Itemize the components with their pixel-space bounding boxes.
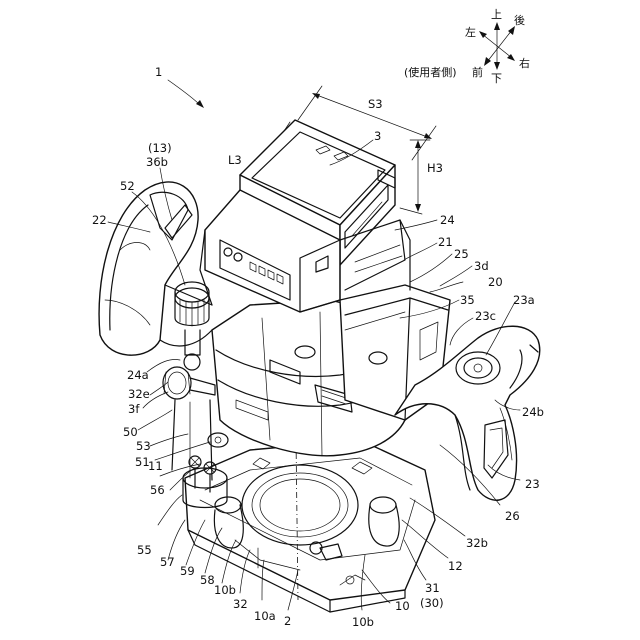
compass-down: 下 [491,72,502,85]
label-21: 21 [438,235,453,249]
label-35: 35 [460,293,475,307]
compass-user-side: (使用者側) [404,66,457,79]
direction-compass: 上 後 左 右 下 (使用者側) 前 [404,8,530,85]
label-24b: 24b [522,405,544,419]
label-32: 32 [233,597,248,611]
label-3: 3 [374,129,381,143]
label-56: 56 [150,483,165,497]
dim-s3: S3 [368,97,383,111]
label-10a: 10a [254,609,276,623]
dim-l3: L3 [228,153,242,167]
label-13: (13) [148,141,172,155]
label-25: 25 [454,247,469,261]
label-32e: 32e [128,387,150,401]
lock-knob [163,367,215,399]
compass-left: 左 [465,26,476,39]
label-20: 20 [488,275,503,289]
label-3d: 3d [474,259,489,273]
label-36b: 36b [146,155,168,169]
label-55: 55 [137,543,152,557]
label-23a: 23a [513,293,535,307]
label-2: 2 [284,614,291,628]
label-10b-right: 10b [352,615,374,629]
label-57: 57 [160,555,175,569]
label-53: 53 [136,439,151,453]
label-30: (30) [420,596,444,610]
label-58: 58 [200,573,215,587]
compass-back: 後 [514,13,525,27]
label-10: 10 [395,599,410,613]
label-24: 24 [440,213,455,227]
dim-h3: H3 [427,161,443,175]
label-3f: 3f [128,402,140,416]
compass-right: 右 [519,56,530,70]
depth-knob [175,282,209,370]
label-10b-left: 10b [214,583,236,597]
label-59: 59 [180,564,195,578]
label-24a: 24a [127,368,149,382]
label-23: 23 [525,477,540,491]
compass-front: 前 [472,65,483,79]
label-52: 52 [120,179,135,193]
label-32b: 32b [466,536,488,550]
label-23c: 23c [475,309,496,323]
battery-pack [205,120,395,312]
label-22: 22 [92,213,107,227]
label-26: 26 [505,509,520,523]
compass-up: 上 [491,8,502,21]
label-50: 50 [123,425,138,439]
label-31: 31 [425,581,440,595]
label-11: 11 [148,459,163,473]
left-handle [99,182,212,355]
label-1: 1 [155,65,162,79]
label-12: 12 [448,559,463,573]
